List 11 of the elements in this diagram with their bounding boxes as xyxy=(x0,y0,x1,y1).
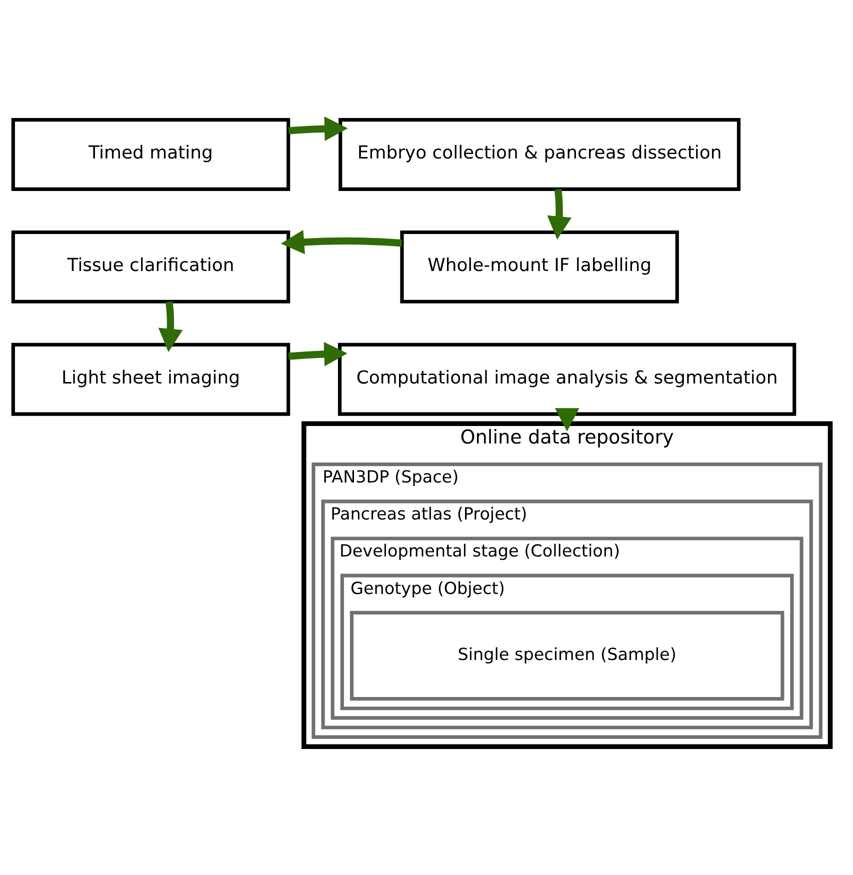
arrow xyxy=(288,116,348,140)
arrow xyxy=(288,341,348,366)
node-box: Single specimen (Sample) xyxy=(350,610,784,700)
node-box: Whole-mount IF labelling xyxy=(400,230,679,303)
node-box: Embryo collection & pancreas dissection xyxy=(338,118,741,190)
arrow xyxy=(554,408,580,431)
node-box: Timed mating xyxy=(11,118,290,190)
node-box: Light sheet imaging xyxy=(11,342,290,416)
arrow xyxy=(158,300,183,352)
arrow xyxy=(280,229,402,254)
node-box: Tissue clarification xyxy=(11,230,290,303)
